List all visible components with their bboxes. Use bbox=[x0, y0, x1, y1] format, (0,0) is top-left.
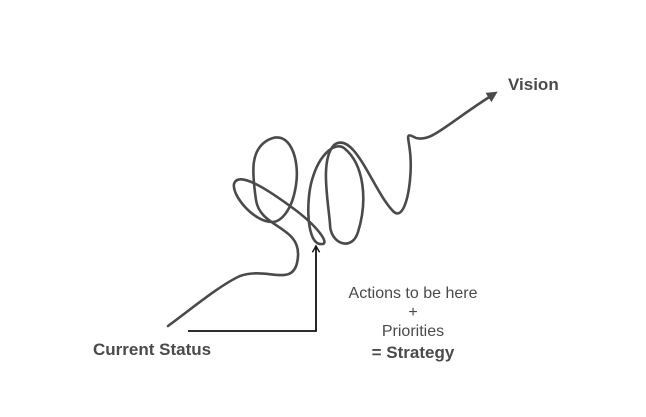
actions-text: Actions to be here bbox=[348, 285, 478, 302]
current-status-label: Current Status bbox=[93, 340, 212, 359]
strategy-result: = Strategy bbox=[371, 343, 455, 362]
tangled-path bbox=[166, 91, 498, 328]
plus-operator: + bbox=[408, 304, 418, 321]
strategy-formula: Actions to be here + Priorities = Strate… bbox=[330, 284, 496, 362]
strategy-connector-arrow bbox=[188, 244, 321, 332]
priorities-text: Priorities bbox=[381, 323, 445, 340]
vision-label: Vision bbox=[508, 75, 559, 94]
